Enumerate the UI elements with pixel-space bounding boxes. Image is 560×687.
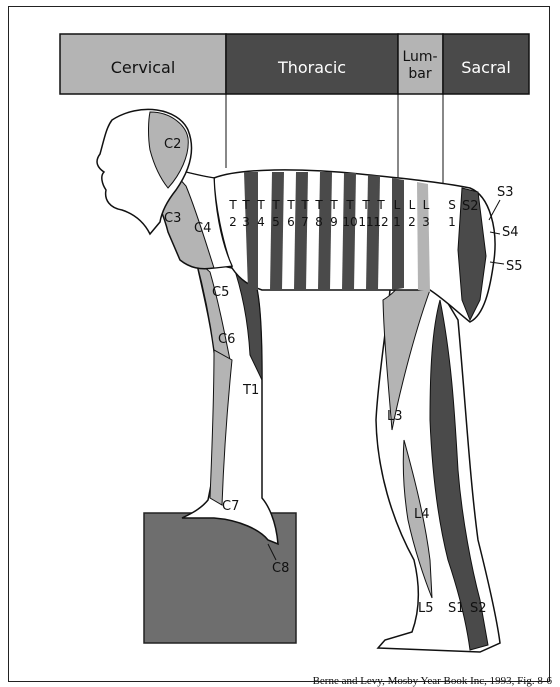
trunk-segment-bottom-5: 7 [301,215,309,229]
trunk-segment-top-11: L [394,198,401,212]
thoracic-label: Thoracic [277,58,346,77]
trunk-segment-bottom-8: 10 [342,215,357,229]
trunk-segment-top-12: L [409,198,416,212]
figure-citation: Berne and Levy, Mosby Year Book Inc, 199… [313,675,552,687]
label-c5: C5 [212,285,229,300]
label-t1: T1 [242,383,259,398]
trunk-segment-bottom-3: 5 [272,215,280,229]
trunk-segment-bottom-6: 8 [315,215,323,229]
trunk-segment-bottom-14: 1 [448,215,456,229]
sacral-label: Sacral [461,58,511,77]
lumbar-label-line2: bar [408,66,431,82]
trunk-segment-top-2: T [256,198,265,212]
label-l5: L5 [418,601,434,616]
label-c7: C7 [222,499,239,514]
trunk-segment-bottom-4: 6 [287,215,295,229]
label-s4: S4 [502,225,519,240]
trunk-segment-bottom-0: 2 [229,215,237,229]
label-c6: C6 [218,332,235,347]
trunk-segment-bottom-13: 3 [422,215,430,229]
trunk-segment-top-8: T [345,198,354,212]
lumbar-label-line1: Lum- [402,49,437,65]
trunk-segment-bottom-1: 3 [242,215,250,229]
cervical-label: Cervical [111,58,176,77]
trunk-segment-bottom-2: 4 [257,215,265,229]
trunk-segment-top-1: T [241,198,250,212]
trunk-segment-bottom-7: 9 [330,215,338,229]
trunk-segment-bottom-9: 11 [358,215,373,229]
label-l3: L3 [387,409,403,424]
s3-leader [489,200,500,220]
label-c4: C4 [194,221,211,236]
trunk-segment-top-9: T [361,198,370,212]
label-s2-leg: S2 [470,601,487,616]
trunk-segment-bottom-10: 12 [373,215,388,229]
label-c2: C2 [164,137,181,152]
region-header: Cervical Thoracic Lum- bar Sacral [60,34,529,94]
trunk-segment-top-14: S [448,198,456,212]
trunk-segment-bottom-11: 1 [393,215,401,229]
trunk-segment-bottom-12: 2 [408,215,416,229]
trunk-segment-top-3: T [271,198,280,212]
label-c8: C8 [272,561,289,576]
label-s2: S2 [462,199,479,214]
trunk-segment-top-7: T [329,198,338,212]
label-l4: L4 [414,507,430,522]
trunk-segment-top-0: T [228,198,237,212]
label-s5: S5 [506,259,523,274]
label-s1-leg: S1 [448,601,465,616]
trunk-segment-top-5: T [300,198,309,212]
trunk-segment-top-6: T [314,198,323,212]
trunk-segment-top-13: L [423,198,430,212]
trunk-segment-top-10: T [376,198,385,212]
label-s3: S3 [497,185,514,200]
label-c3: C3 [164,211,181,226]
trunk-segment-top-4: T [286,198,295,212]
